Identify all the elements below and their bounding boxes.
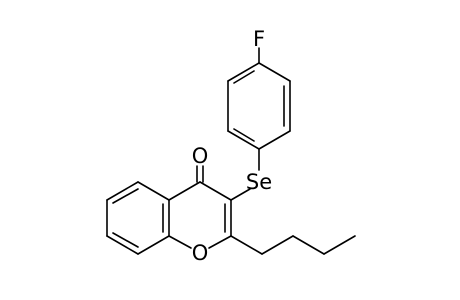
ring-oxygen-label: O — [192, 241, 209, 265]
fluorophenyl-ring — [227, 62, 291, 150]
bond — [258, 62, 291, 82]
bond — [323, 235, 356, 255]
bond — [230, 235, 263, 255]
bond — [208, 235, 232, 249]
double-bond-line — [112, 232, 139, 248]
bond — [106, 181, 139, 201]
double-bond-line — [233, 128, 255, 142]
bond — [106, 235, 139, 255]
bond — [292, 235, 325, 255]
butyl-chain — [230, 235, 356, 255]
bond — [261, 235, 294, 255]
bond-se-c3 — [230, 188, 251, 201]
pyranone-ring — [168, 181, 232, 249]
double-bond-line — [233, 70, 255, 84]
carbonyl-oxygen-label: O — [192, 144, 209, 168]
bond — [137, 181, 170, 201]
bond — [168, 235, 192, 249]
bond — [258, 130, 291, 150]
bond — [227, 62, 260, 82]
benzo-ring — [106, 181, 170, 255]
bond — [137, 235, 170, 255]
fluorine-label: F — [253, 27, 265, 51]
double-bond-line — [112, 188, 139, 204]
bond — [199, 181, 232, 201]
bond — [168, 181, 201, 201]
selenium-label: Se — [246, 170, 272, 194]
bond — [227, 130, 260, 150]
